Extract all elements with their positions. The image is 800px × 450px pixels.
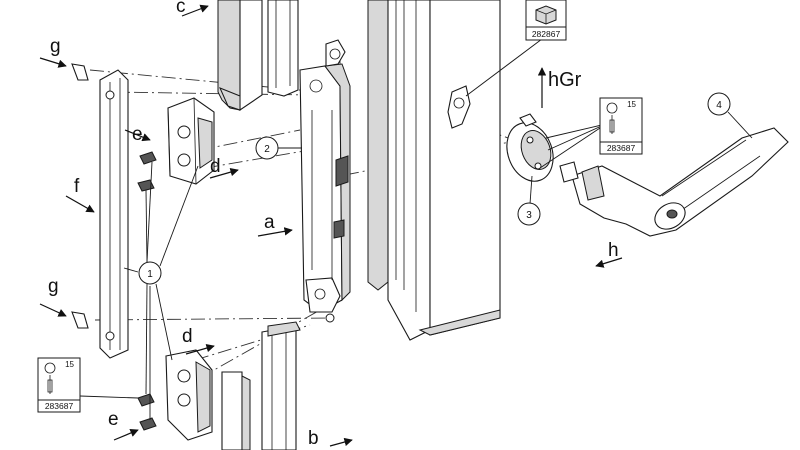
label-f: f — [74, 176, 80, 197]
label-g-bottom: g — [48, 276, 59, 297]
label-h: h — [608, 240, 619, 261]
label-hGr: hGr — [548, 69, 582, 91]
torx-bit-icon — [606, 102, 618, 114]
info-box-top-code: 282867 — [532, 29, 561, 39]
info-box-left: 15 283687 — [37, 357, 81, 413]
front-rail — [99, 69, 129, 359]
info-box-left-code: 283687 — [45, 401, 74, 411]
callout-1-leaders — [79, 35, 753, 420]
upper-locking-block — [167, 97, 215, 185]
info-box-top: 282867 — [525, 0, 567, 41]
label-d-bottom: d — [182, 326, 193, 347]
callout-circles: 1 2 3 4 — [138, 92, 731, 285]
callout-1: 1 — [147, 269, 153, 280]
label-e-bottom: e — [108, 409, 119, 430]
lower-profile-section — [221, 321, 301, 450]
rosette — [506, 113, 554, 182]
upper-profile-section — [217, 0, 299, 112]
callout-4: 4 — [716, 100, 722, 111]
label-g-top: g — [50, 36, 61, 57]
info-box-right-number: 15 — [627, 100, 636, 109]
label-c: c — [176, 0, 186, 17]
info-box-left-number: 15 — [65, 360, 74, 369]
callout-3: 3 — [526, 210, 532, 221]
callout-2: 2 — [264, 144, 270, 155]
label-b: b — [308, 428, 319, 449]
torx-bit-icon-left — [44, 362, 56, 374]
label-d-top: d — [210, 156, 221, 177]
door-profile — [367, 0, 501, 341]
lock-case — [299, 39, 351, 323]
door-handle — [559, 127, 789, 237]
direction-arrows — [39, 4, 623, 447]
info-box-right-code: 283687 — [607, 143, 636, 153]
label-a: a — [264, 212, 275, 233]
letter-labels: c g e d f a g d e b hGr h — [48, 0, 619, 449]
label-e-top: e — [132, 124, 143, 145]
info-box-right: 15 283687 — [599, 97, 643, 155]
lower-locking-block — [165, 349, 213, 441]
